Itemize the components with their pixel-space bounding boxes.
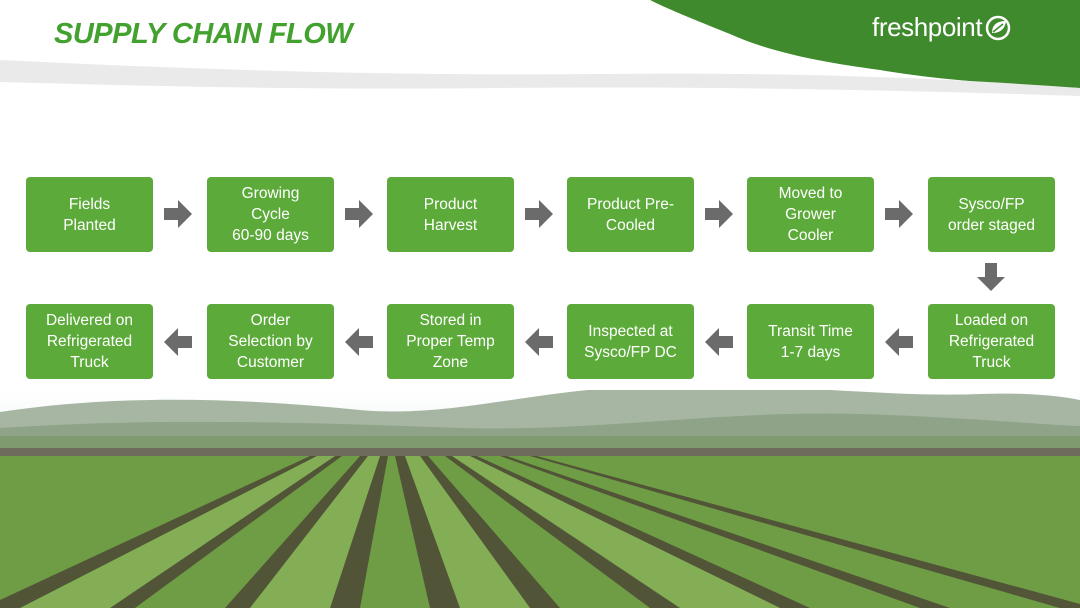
arrow-left-icon [525, 328, 553, 356]
soil-strip [0, 448, 1080, 458]
crop-base [0, 456, 1080, 608]
step-label: Growing Cycle 60-90 days [232, 185, 309, 244]
step-inspected: Inspected at Sysco/FP DC [567, 304, 694, 379]
step-label: Stored in Proper Temp Zone [406, 312, 495, 371]
arrow-right-icon [345, 200, 373, 228]
freshpoint-logo: freshpoint [872, 12, 1012, 43]
farm-field-background [0, 390, 1080, 608]
step-order-selection: Order Selection by Customer [207, 304, 334, 379]
step-label: Sysco/FP order staged [947, 195, 1036, 234]
crop-row-furrows [0, 456, 1080, 608]
step-growing-cycle: Growing Cycle 60-90 days [207, 177, 334, 252]
step-moved-to-grower-cooler: Moved to Grower Cooler [747, 177, 874, 252]
page-title: SUPPLY CHAIN FLOW [54, 18, 353, 50]
step-label: Transit Time 1-7 days [768, 322, 853, 361]
step-product-harvest: Product Harvest [387, 177, 514, 252]
step-label: Loaded on Refrigerated Truck [948, 312, 1035, 371]
step-transit-time: Transit Time 1-7 days [747, 304, 874, 379]
step-label: Delivered on Refrigerated Truck [45, 312, 134, 371]
step-loaded-on-truck: Loaded on Refrigerated Truck [928, 304, 1055, 379]
arrow-left-icon [705, 328, 733, 356]
arrow-left-icon [345, 328, 373, 356]
tree-line [0, 436, 1080, 448]
header-brand-band [0, 0, 1080, 96]
step-fields-planted: Fields Planted [26, 177, 153, 252]
step-label: Product Harvest [423, 195, 478, 234]
arrow-right-icon [525, 200, 553, 228]
step-product-pre-cooled: Product Pre- Cooled [567, 177, 694, 252]
arrow-right-icon [164, 200, 192, 228]
arrow-left-icon [885, 328, 913, 356]
lettuce-field-illustration [0, 390, 1080, 608]
arrow-left-icon [164, 328, 192, 356]
step-order-staged: Sysco/FP order staged [928, 177, 1055, 252]
arrow-down-icon [977, 263, 1005, 291]
arrow-right-icon [705, 200, 733, 228]
step-label: Product Pre- Cooled [586, 195, 674, 234]
step-stored: Stored in Proper Temp Zone [387, 304, 514, 379]
step-label: Inspected at Sysco/FP DC [584, 322, 677, 361]
step-label: Order Selection by Customer [228, 312, 313, 371]
crop-highlights [20, 456, 780, 608]
step-label: Fields Planted [63, 195, 116, 234]
arrow-right-icon [885, 200, 913, 228]
brand-name: freshpoint [872, 12, 983, 42]
step-delivered: Delivered on Refrigerated Truck [26, 304, 153, 379]
leaf-circle-icon [985, 15, 1011, 40]
step-label: Moved to Grower Cooler [778, 185, 843, 244]
